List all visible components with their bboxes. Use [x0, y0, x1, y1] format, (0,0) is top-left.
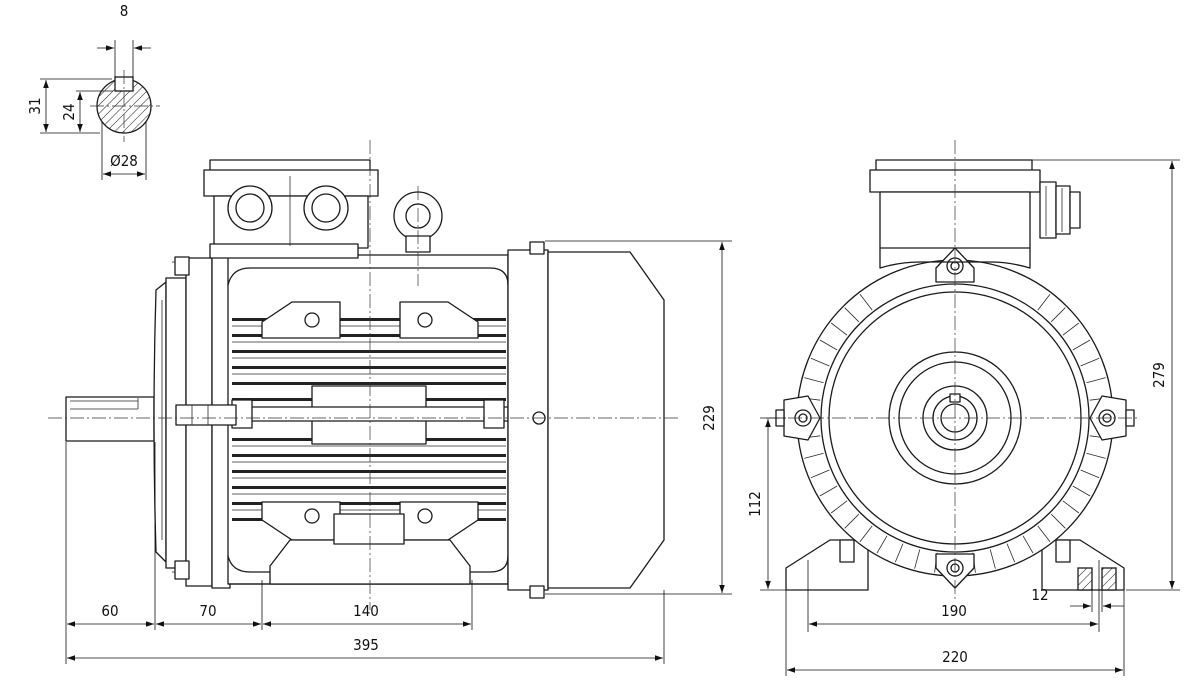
fin-line — [914, 549, 921, 569]
fin-line — [810, 357, 830, 367]
dim-foot-hole-spacing-front: 190 — [941, 602, 967, 620]
fin-line — [876, 535, 888, 554]
stator-housing — [175, 254, 509, 585]
dim-frame-height: 229 — [700, 405, 718, 431]
fin-line — [894, 543, 904, 563]
fin-line — [804, 452, 824, 459]
mounting-feet — [785, 539, 1125, 591]
fin-line — [830, 500, 848, 514]
fin-line — [1050, 307, 1066, 323]
fin-line — [1086, 377, 1106, 384]
motor-front-view — [766, 140, 1140, 600]
dim-shaft-diameter: Ø28 — [110, 152, 138, 170]
fin-line — [844, 307, 860, 323]
fan-cover — [507, 241, 665, 599]
motor-side-view — [48, 140, 680, 610]
fin-line — [1080, 357, 1100, 367]
fin-line — [1022, 535, 1034, 554]
fin-line — [1006, 543, 1016, 563]
dim-foot-width: 220 — [942, 648, 968, 666]
shaft-section-view — [90, 70, 160, 142]
shaft-section-detail — [40, 40, 160, 180]
fin-line — [1062, 500, 1080, 514]
cable-gland-1 — [227, 185, 273, 231]
fin-line — [1072, 485, 1091, 497]
fin-line — [1080, 469, 1100, 479]
dim-overall-height: 279 — [1150, 362, 1168, 388]
terminal-box-front — [869, 159, 1081, 269]
dim-shaft-length: 60 — [101, 602, 118, 620]
fin-line — [819, 485, 838, 497]
fin-line — [844, 513, 860, 529]
shaft — [65, 396, 155, 442]
fin-line — [859, 525, 873, 543]
radial-fins — [799, 293, 1111, 574]
dim-foot-hole-spacing: 140 — [353, 602, 379, 620]
dim-flange-to-foot-hole: 70 — [199, 602, 216, 620]
cable-gland-2 — [303, 185, 349, 231]
fin-line — [819, 339, 838, 351]
front-view-dimensions — [760, 159, 1180, 676]
fin-line — [1037, 293, 1051, 311]
dim-key-width: 8 — [120, 2, 129, 20]
dim-shaft-key-height: 31 — [26, 97, 44, 114]
fin-line — [859, 293, 873, 311]
dimension-labels: 8 31 24 Ø28 60 70 140 395 229 112 279 19… — [26, 2, 1168, 666]
dim-shaft-center-height: 112 — [746, 491, 764, 517]
fin-line — [810, 469, 830, 479]
fin-line — [1050, 513, 1066, 529]
fin-line — [989, 549, 996, 569]
fin-line — [1062, 322, 1080, 336]
dim-key-depth: 24 — [60, 103, 78, 120]
fin-line — [1072, 339, 1091, 351]
fin-line — [830, 322, 848, 336]
fin-line — [1086, 452, 1106, 459]
dim-overall-length: 395 — [353, 636, 379, 654]
fin-line — [1037, 525, 1051, 543]
terminal-box — [203, 159, 379, 259]
side-view-dimensions — [65, 240, 732, 664]
fin-line — [804, 377, 824, 384]
dim-foot-hole-diameter: 12 — [1031, 586, 1048, 604]
